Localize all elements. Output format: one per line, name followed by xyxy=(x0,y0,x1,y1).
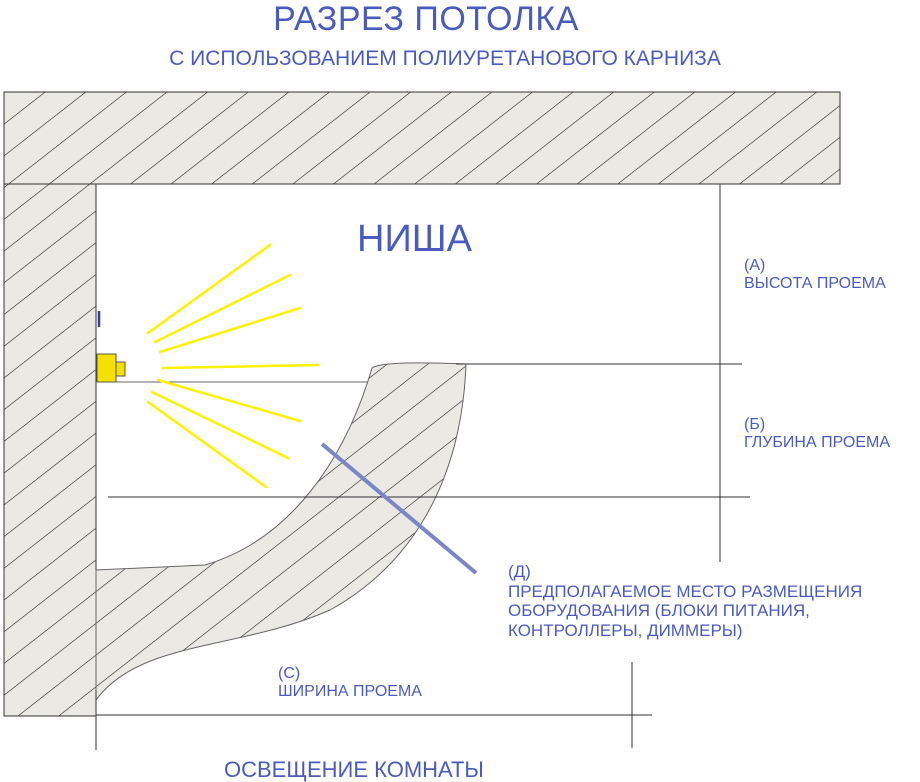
label-a-code: (А) xyxy=(744,257,766,274)
label-d-code: (Д) xyxy=(508,562,531,581)
label-b-code: (Б) xyxy=(744,416,766,433)
label-a: (А) ВЫСОТА ПРОЕМА xyxy=(744,257,886,294)
label-a-text: ВЫСОТА ПРОЕМА xyxy=(744,275,886,293)
diagram-title: РАЗРЕЗ ПОТОЛКА xyxy=(273,0,579,38)
label-d-line3: КОНТРОЛЛЕРЫ, ДИММЕРЫ) xyxy=(508,620,743,640)
label-c: (С) ШИРИНА ПРОЕМА xyxy=(278,665,422,702)
diagram-subtitle: С ИСПОЛЬЗОВАНИЕМ ПОЛИУРЕТАНОВОГО КАРНИЗА xyxy=(169,47,721,70)
label-d: (Д) ПРЕДПОЛАГАЕМОЕ МЕСТО РАЗМЕЩЕНИЯ ОБОР… xyxy=(508,562,862,640)
lamp-lens xyxy=(115,361,126,377)
niche-label: НИША xyxy=(357,218,472,260)
light-rays xyxy=(146,243,320,489)
ceiling-slab xyxy=(3,91,841,185)
label-c-text: ШИРИНА ПРОЕМА xyxy=(278,683,422,701)
label-d-line2: ОБОРУДОВАНИЯ (БЛОКИ ПИТАНИЯ, xyxy=(508,601,810,621)
label-d-line1: ПРЕДПОЛАГАЕМОЕ МЕСТО РАЗМЕЩЕНИЯ xyxy=(508,581,863,601)
lamp-body xyxy=(96,353,117,383)
label-b-text: ГЛУБИНА ПРОЕМА xyxy=(744,434,891,452)
label-b: (Б) ГЛУБИНА ПРОЕМА xyxy=(744,416,890,453)
label-c-code: (С) xyxy=(278,665,301,682)
left-wall xyxy=(3,183,97,717)
cornice-profile xyxy=(95,362,467,702)
room-lighting-caption: ОСВЕЩЕНИЕ КОМНАТЫ xyxy=(224,757,484,782)
equipment-pointer xyxy=(320,442,478,575)
